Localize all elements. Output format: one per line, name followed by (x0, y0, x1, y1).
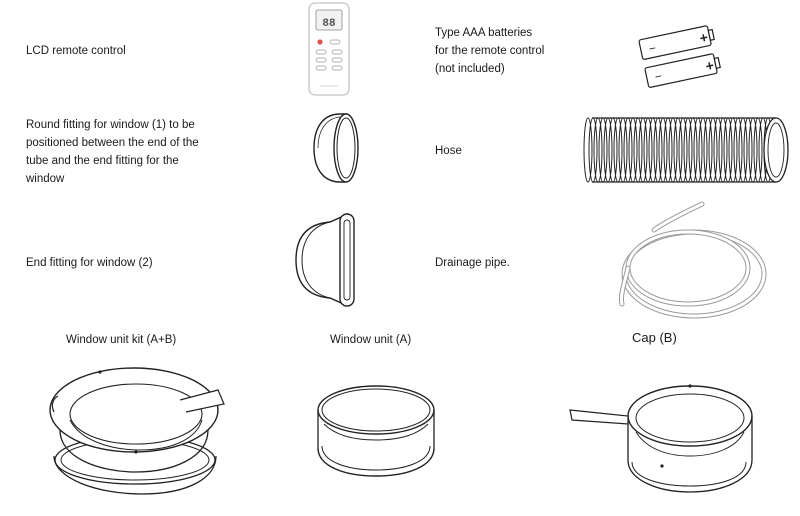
window-unit-icon (308, 376, 448, 491)
end-fitting-icon (290, 208, 362, 317)
hose-rib (668, 117, 678, 183)
hose-icon (580, 112, 792, 193)
hose-rib (593, 117, 603, 183)
hose-rib (618, 117, 628, 183)
hose-rib (608, 117, 618, 183)
hose-rib (738, 117, 748, 183)
label-hose: Hose (435, 145, 462, 157)
battery-plus-1: + (698, 29, 709, 46)
aaa-batteries-icon: − + − + (634, 18, 726, 95)
caption-cap: Cap (B) (632, 330, 677, 345)
label-round-fitting: Round fitting for window (1) to be posit… (26, 119, 199, 185)
hose-rib (583, 117, 593, 183)
hose-rib (718, 117, 728, 183)
hose-rib (588, 117, 598, 183)
hose-rib (638, 117, 648, 183)
hose-rib (713, 117, 723, 183)
hose-rib (678, 117, 688, 183)
battery-minus-2: − (653, 69, 663, 84)
hose-rib (643, 117, 653, 183)
hose-rib (628, 117, 638, 183)
round-fitting-icon (304, 108, 366, 193)
hose-rib (673, 117, 683, 183)
label-drainage-pipe: Drainage pipe. (435, 257, 510, 269)
hose-rib (748, 117, 758, 183)
hose-rib (733, 117, 743, 183)
hose-rib (708, 117, 718, 183)
hose-rib (623, 117, 633, 183)
hose-rib (683, 117, 693, 183)
hose-rib (688, 117, 698, 183)
hose-rib (703, 117, 713, 183)
drainage-pipe-icon (598, 196, 768, 329)
hose-rib (648, 117, 658, 183)
battery-plus-2: + (704, 57, 715, 74)
hose-rib (753, 117, 763, 183)
hose-rib (693, 117, 703, 183)
label-aaa-batteries: Type AAA batteries for the remote contro… (435, 27, 545, 75)
hose-rib (603, 117, 613, 183)
hose-rib (658, 117, 668, 183)
label-end-fitting: End fitting for window (2) (26, 257, 153, 269)
hose-rib (698, 117, 708, 183)
hose-rib (723, 117, 733, 183)
window-unit-kit-icon (40, 360, 230, 505)
hose-rib (653, 117, 663, 183)
label-lcd-remote: LCD remote control (26, 45, 126, 57)
cap-icon (566, 376, 756, 511)
hose-rib (663, 117, 673, 183)
remote-display: 88 (322, 18, 336, 30)
caption-window-unit-kit: Window unit kit (A+B) (66, 334, 177, 346)
hose-rib (743, 117, 753, 183)
hose-rib (633, 117, 643, 183)
hose-rib (598, 117, 608, 183)
hose-rib (728, 117, 738, 183)
caption-window-unit: Window unit (A) (330, 334, 412, 346)
remote-control-icon: 88 (306, 2, 352, 101)
hose-rib (613, 117, 623, 183)
battery-minus-1: − (647, 41, 657, 56)
